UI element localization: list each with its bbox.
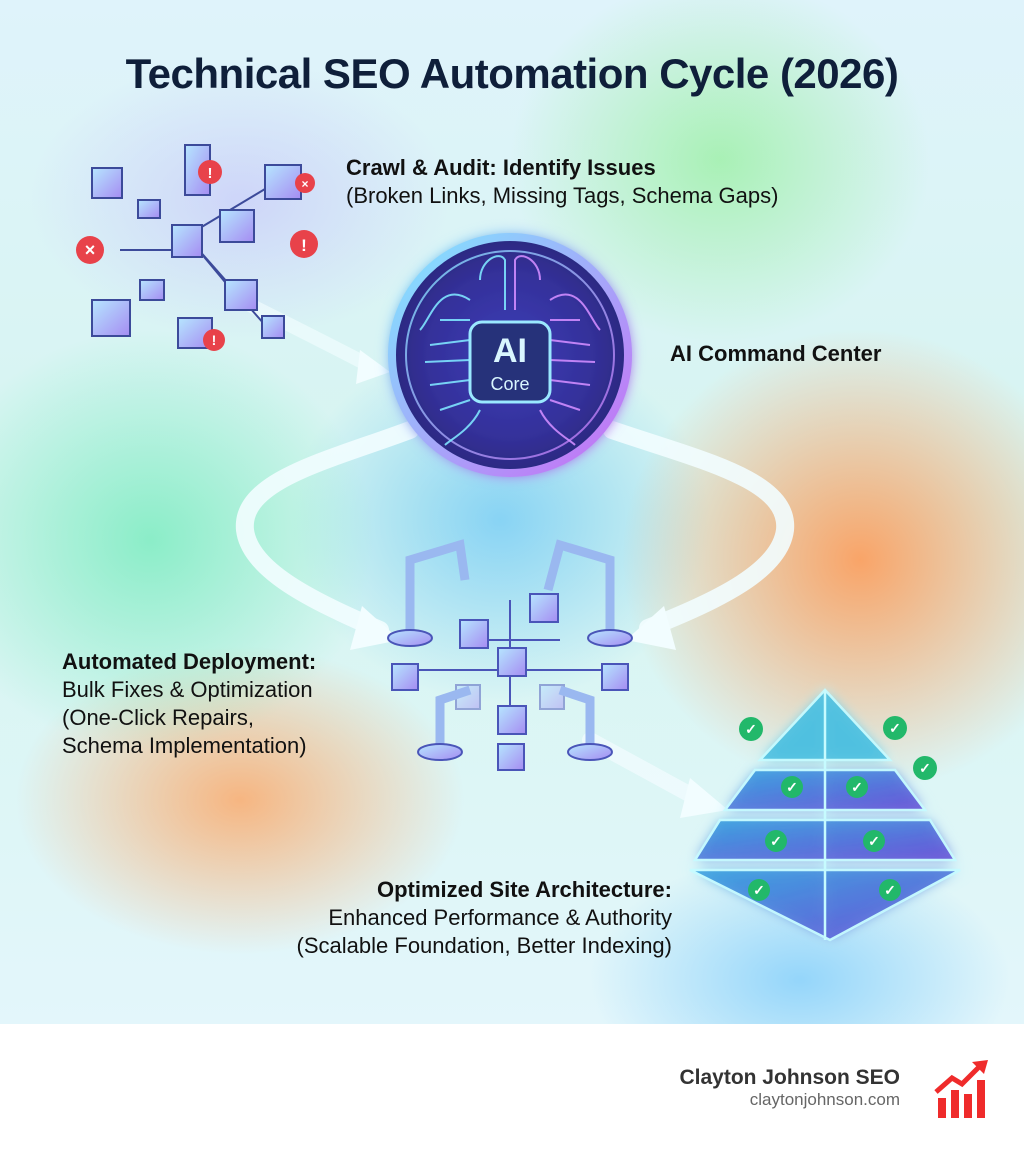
svg-text:!: ! bbox=[208, 165, 213, 182]
svg-text:✓: ✓ bbox=[851, 779, 863, 795]
svg-text:✓: ✓ bbox=[753, 882, 765, 898]
stage-detail: (Scalable Foundation, Better Indexing) bbox=[296, 933, 672, 958]
svg-text:!: ! bbox=[301, 236, 307, 255]
pyramid-checkmarks-icon bbox=[689, 688, 961, 942]
checkmark-icon: ✓ bbox=[913, 756, 937, 780]
svg-text:×: × bbox=[301, 177, 308, 191]
ai-chip-label: AI bbox=[493, 332, 527, 370]
stage-detail: Bulk Fixes & Optimization bbox=[62, 677, 313, 702]
robotic-arms-icon bbox=[387, 539, 633, 771]
svg-text:!: ! bbox=[212, 332, 217, 348]
stage-crawl-audit: Crawl & Audit: Identify Issues (Broken L… bbox=[346, 154, 778, 210]
stage-detail: (One-Click Repairs, bbox=[62, 705, 254, 730]
brand-name: Clayton Johnson SEO bbox=[679, 1066, 900, 1089]
stage-detail: Enhanced Performance & Authority bbox=[328, 905, 672, 930]
rising-bar-chart-logo-icon bbox=[934, 1060, 988, 1118]
ai-brain-chip-icon bbox=[388, 233, 632, 477]
svg-text:✓: ✓ bbox=[770, 833, 782, 849]
svg-text:×: × bbox=[85, 240, 96, 260]
broken-site-structure-icon bbox=[91, 144, 302, 349]
stage-detail: (Broken Links, Missing Tags, Schema Gaps… bbox=[346, 183, 779, 208]
stage-detail: Schema Implementation) bbox=[62, 733, 307, 758]
checkmark-icon: ✓ bbox=[863, 830, 885, 852]
checkmark-icon: ✓ bbox=[748, 879, 770, 901]
checkmark-icon: ✓ bbox=[846, 776, 868, 798]
brand-url[interactable]: claytonjohnson.com bbox=[749, 1090, 900, 1109]
stage-optimized-architecture: Optimized Site Architecture: Enhanced Pe… bbox=[297, 876, 672, 960]
page-title: Technical SEO Automation Cycle (2026) bbox=[125, 50, 899, 97]
alert-icon: ! bbox=[198, 160, 222, 184]
cycle-illustration: ! × × ! ! AI Core bbox=[76, 144, 961, 942]
check-badges: ✓ ✓ ✓ ✓ ✓ ✓ ✓ ✓ ✓ bbox=[739, 716, 937, 901]
stage-automated-deployment: Automated Deployment: Bulk Fixes & Optim… bbox=[62, 648, 316, 760]
close-icon: × bbox=[76, 236, 104, 264]
svg-text:✓: ✓ bbox=[919, 760, 931, 776]
infographic-canvas: Technical SEO Automation Cycle (2026) bbox=[0, 0, 1024, 1024]
checkmark-icon: ✓ bbox=[765, 830, 787, 852]
svg-text:✓: ✓ bbox=[745, 721, 757, 737]
alert-icon: ! bbox=[290, 230, 318, 258]
svg-text:✓: ✓ bbox=[889, 720, 901, 736]
error-badges: ! × × ! ! bbox=[76, 160, 318, 351]
checkmark-icon: ✓ bbox=[781, 776, 803, 798]
checkmark-icon: ✓ bbox=[883, 716, 907, 740]
svg-text:✓: ✓ bbox=[786, 779, 798, 795]
stage-heading: Automated Deployment: bbox=[62, 649, 317, 674]
close-icon: × bbox=[295, 173, 315, 193]
stage-heading: Crawl & Audit: Identify Issues bbox=[346, 155, 656, 180]
svg-text:✓: ✓ bbox=[868, 833, 880, 849]
stage-heading: Optimized Site Architecture: bbox=[376, 877, 672, 902]
checkmark-icon: ✓ bbox=[739, 717, 763, 741]
checkmark-icon: ✓ bbox=[879, 879, 901, 901]
svg-text:✓: ✓ bbox=[884, 882, 896, 898]
alert-icon: ! bbox=[203, 329, 225, 351]
footer-branding: Clayton Johnson SEO claytonjohnson.com bbox=[0, 1024, 1024, 1154]
ai-chip-sublabel: Core bbox=[490, 374, 529, 394]
stage-ai-command-center: AI Command Center bbox=[670, 341, 882, 366]
